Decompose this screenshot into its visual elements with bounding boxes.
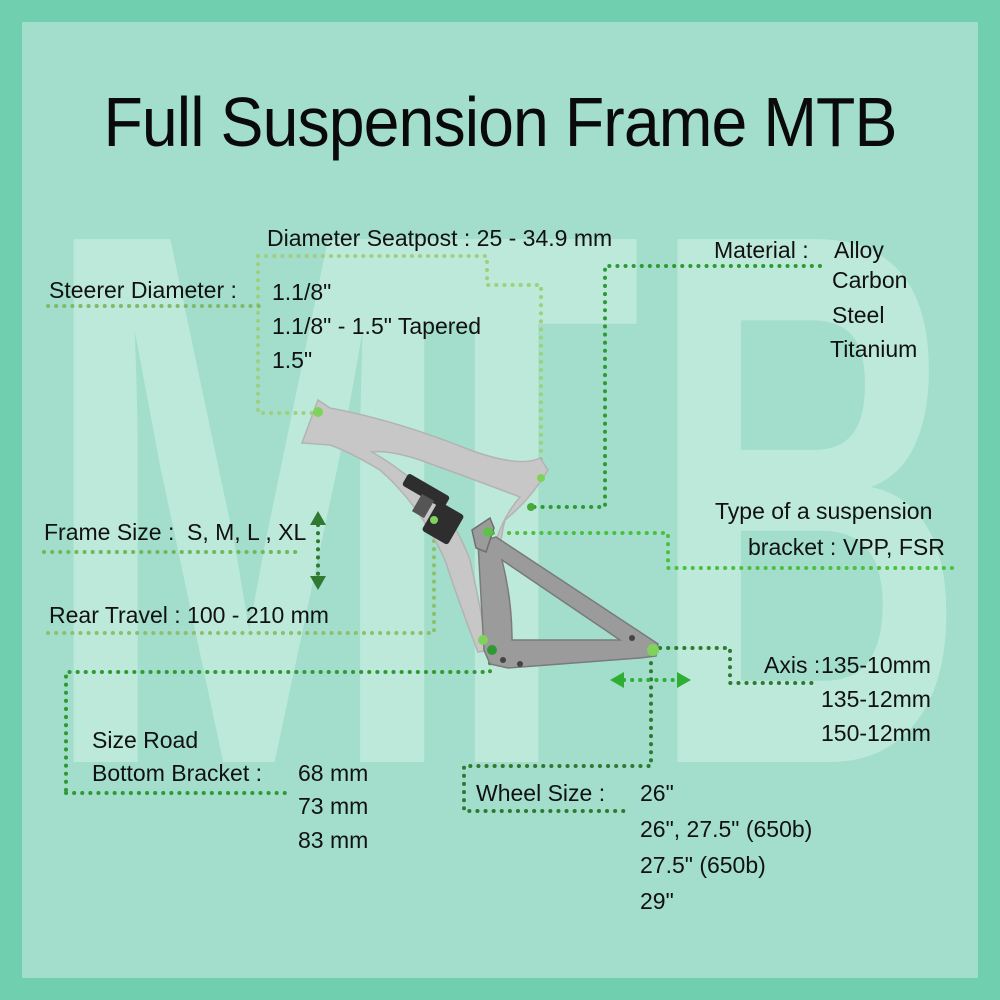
axis-value-1: 135-10mm	[821, 652, 931, 678]
pivot-points	[313, 407, 659, 667]
material-value-3: Steel	[832, 302, 885, 328]
swingarm	[477, 536, 659, 669]
rear-travel-leader	[46, 528, 436, 635]
axis-width-arrow	[610, 672, 691, 688]
bb-label-line1: Size Road	[92, 727, 199, 753]
wheel-value-1: 26"	[640, 780, 674, 806]
bb-value-1: 68 mm	[298, 760, 369, 786]
suspension-leader	[489, 531, 954, 570]
watermark-letter-m: M	[40, 75, 458, 924]
material-value-1: Alloy	[834, 237, 884, 263]
wheel-value-3: 27.5" (650b)	[640, 852, 766, 878]
wheel-leader	[462, 653, 653, 813]
steerer-value-3: 1.5"	[272, 347, 313, 373]
frame-size-values: S, M, L , XL	[187, 519, 307, 545]
axis-value-2: 135-12mm	[821, 686, 931, 712]
bb-value-3: 83 mm	[298, 827, 369, 853]
frame-size-label: Frame Size :	[44, 519, 175, 545]
material-label: Material :	[714, 237, 809, 263]
watermark-letter-b: B	[648, 75, 967, 924]
rocker-link	[471, 516, 495, 553]
page-title: Full Suspension Frame MTB	[103, 83, 897, 161]
seatpost-label: Diameter Seatpost : 25 - 34.9 mm	[267, 225, 613, 251]
steerer-label: Steerer Diameter :	[49, 277, 237, 303]
wheel-value-4: 29"	[640, 888, 674, 914]
steerer-value-1: 1.1/8"	[272, 279, 332, 305]
rear-shock	[402, 474, 464, 545]
wheel-label: Wheel Size :	[476, 780, 606, 806]
axis-leader	[658, 646, 814, 685]
suspension-values: VPP, FSR	[843, 534, 945, 560]
axis-value-3: 150-12mm	[821, 720, 931, 746]
steerer-value-2: 1.1/8" - 1.5" Tapered	[272, 313, 481, 339]
frame-size-arrow	[310, 511, 326, 590]
background-panel	[22, 22, 978, 978]
wheel-value-2: 26", 27.5" (650b)	[640, 816, 813, 842]
material-value-2: Carbon	[832, 267, 908, 293]
seatpost-leader	[256, 254, 543, 482]
material-value-4: Titanium	[830, 336, 918, 362]
axis-label: Axis :	[764, 652, 821, 678]
suspension-label-line2: bracket :	[748, 534, 837, 560]
bb-value-2: 73 mm	[298, 793, 369, 819]
rear-travel-label: Rear Travel : 100 - 210 mm	[49, 602, 329, 628]
material-leader	[530, 264, 822, 509]
suspension-label-line1: Type of a suspension	[715, 498, 933, 524]
bb-label: Bottom Bracket :	[92, 760, 263, 786]
